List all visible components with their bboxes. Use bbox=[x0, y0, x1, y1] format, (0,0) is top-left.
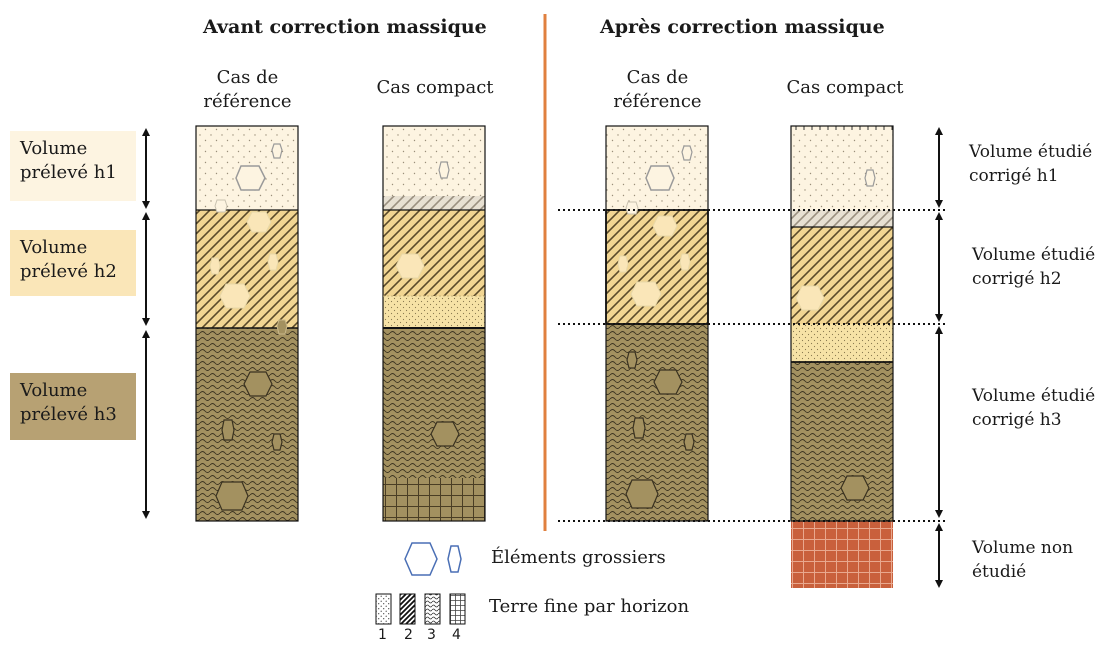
column-reference-after bbox=[605, 125, 709, 522]
legend-swatch-4 bbox=[449, 593, 466, 625]
coarse-element-icon bbox=[840, 475, 870, 501]
legend-number-3: 3 bbox=[427, 627, 436, 643]
coarse-element-icon bbox=[276, 319, 288, 335]
label-volume-etudie-h2: Volume étudié corrigé h2 bbox=[972, 245, 1096, 289]
column-title-compact-after: Cas compact bbox=[786, 77, 904, 98]
layer-h3 bbox=[606, 324, 708, 521]
narrow-hexagon-icon bbox=[447, 545, 462, 573]
coarse-element-icon bbox=[221, 419, 235, 441]
coarse-element-icon bbox=[214, 199, 228, 213]
coarse-element-icon bbox=[632, 417, 646, 439]
coarse-element-icon bbox=[267, 253, 279, 271]
coarse-element-icon bbox=[679, 253, 691, 271]
legend-number-4: 4 bbox=[452, 627, 461, 643]
column-title-reference-after: Cas de référence bbox=[613, 67, 702, 112]
column-compact-after bbox=[790, 125, 894, 588]
label-volume-etudie-h3: Volume étudié corrigé h3 bbox=[972, 386, 1096, 430]
label-volume-preleve-h1: Volume prélevé h1 bbox=[10, 131, 136, 201]
legend-coarse-elements bbox=[404, 542, 462, 576]
title-after: Après correction massique bbox=[600, 16, 885, 38]
legend-fine-earth bbox=[375, 593, 466, 625]
layer-h3 bbox=[791, 362, 893, 521]
layer-h3 bbox=[383, 328, 485, 412]
label-volume-preleve-h2: Volume prélevé h2 bbox=[10, 230, 136, 296]
coarse-element-icon bbox=[630, 281, 662, 307]
column-compact-before bbox=[382, 125, 486, 522]
legend-swatch-1 bbox=[375, 593, 392, 625]
coarse-element-icon bbox=[219, 283, 251, 309]
coarse-element-icon bbox=[653, 369, 683, 395]
layer-non-etudie bbox=[791, 521, 893, 588]
coarse-element-icon bbox=[617, 255, 629, 273]
coarse-element-icon bbox=[395, 253, 425, 279]
label-volume-preleve-h3: Volume prélevé h3 bbox=[10, 373, 136, 440]
coarse-element-icon bbox=[271, 433, 283, 451]
layer-h3-compact bbox=[791, 324, 893, 362]
coarse-element-icon bbox=[246, 211, 272, 233]
layer-h2-thin bbox=[791, 210, 893, 227]
layer-h1 bbox=[791, 126, 893, 210]
coarse-element-icon bbox=[864, 169, 876, 187]
coarse-element-icon bbox=[681, 145, 693, 161]
coarse-element-icon bbox=[626, 351, 638, 369]
layer-h2-thin bbox=[383, 196, 485, 210]
coarse-element-icon bbox=[645, 165, 675, 191]
coarse-element-icon bbox=[209, 257, 221, 275]
coarse-element-icon bbox=[795, 285, 825, 311]
coarse-element-icon bbox=[215, 481, 249, 511]
column-reference-before bbox=[195, 125, 299, 522]
legend-swatch-2 bbox=[399, 593, 416, 625]
title-before: Avant correction massique bbox=[203, 16, 487, 38]
column-title-compact-before: Cas compact bbox=[376, 77, 494, 98]
coarse-element-icon bbox=[271, 143, 283, 159]
hexagon-icon bbox=[404, 542, 438, 576]
label-volume-etudie-h1: Volume étudié corrigé h1 bbox=[969, 142, 1093, 186]
coarse-element-icon bbox=[243, 371, 273, 397]
layer-h3-compact bbox=[383, 296, 485, 328]
coarse-element-icon bbox=[430, 421, 460, 447]
coarse-element-icon bbox=[683, 433, 695, 451]
coarse-element-icon bbox=[652, 215, 678, 237]
legend-swatch-3 bbox=[424, 593, 441, 625]
legend-coarse-elements-label: Éléments grossiers bbox=[491, 547, 666, 568]
layer-h1 bbox=[383, 126, 485, 196]
coarse-element-icon bbox=[625, 479, 659, 509]
layer-h2 bbox=[383, 210, 485, 296]
column-title-reference-before: Cas de référence bbox=[203, 67, 292, 112]
correction-dotted-lines bbox=[558, 209, 948, 522]
legend-fine-earth-label: Terre fine par horizon bbox=[489, 596, 690, 617]
legend-number-1: 1 bbox=[378, 627, 387, 643]
coarse-element-icon bbox=[438, 161, 450, 179]
coarse-element-icon bbox=[235, 165, 266, 191]
legend-number-2: 2 bbox=[404, 627, 413, 643]
layer-h4 bbox=[383, 478, 485, 521]
layer-h3 bbox=[196, 328, 298, 521]
coarse-element-icon bbox=[625, 201, 639, 215]
label-volume-non-etudie: Volume non étudié bbox=[972, 538, 1074, 582]
